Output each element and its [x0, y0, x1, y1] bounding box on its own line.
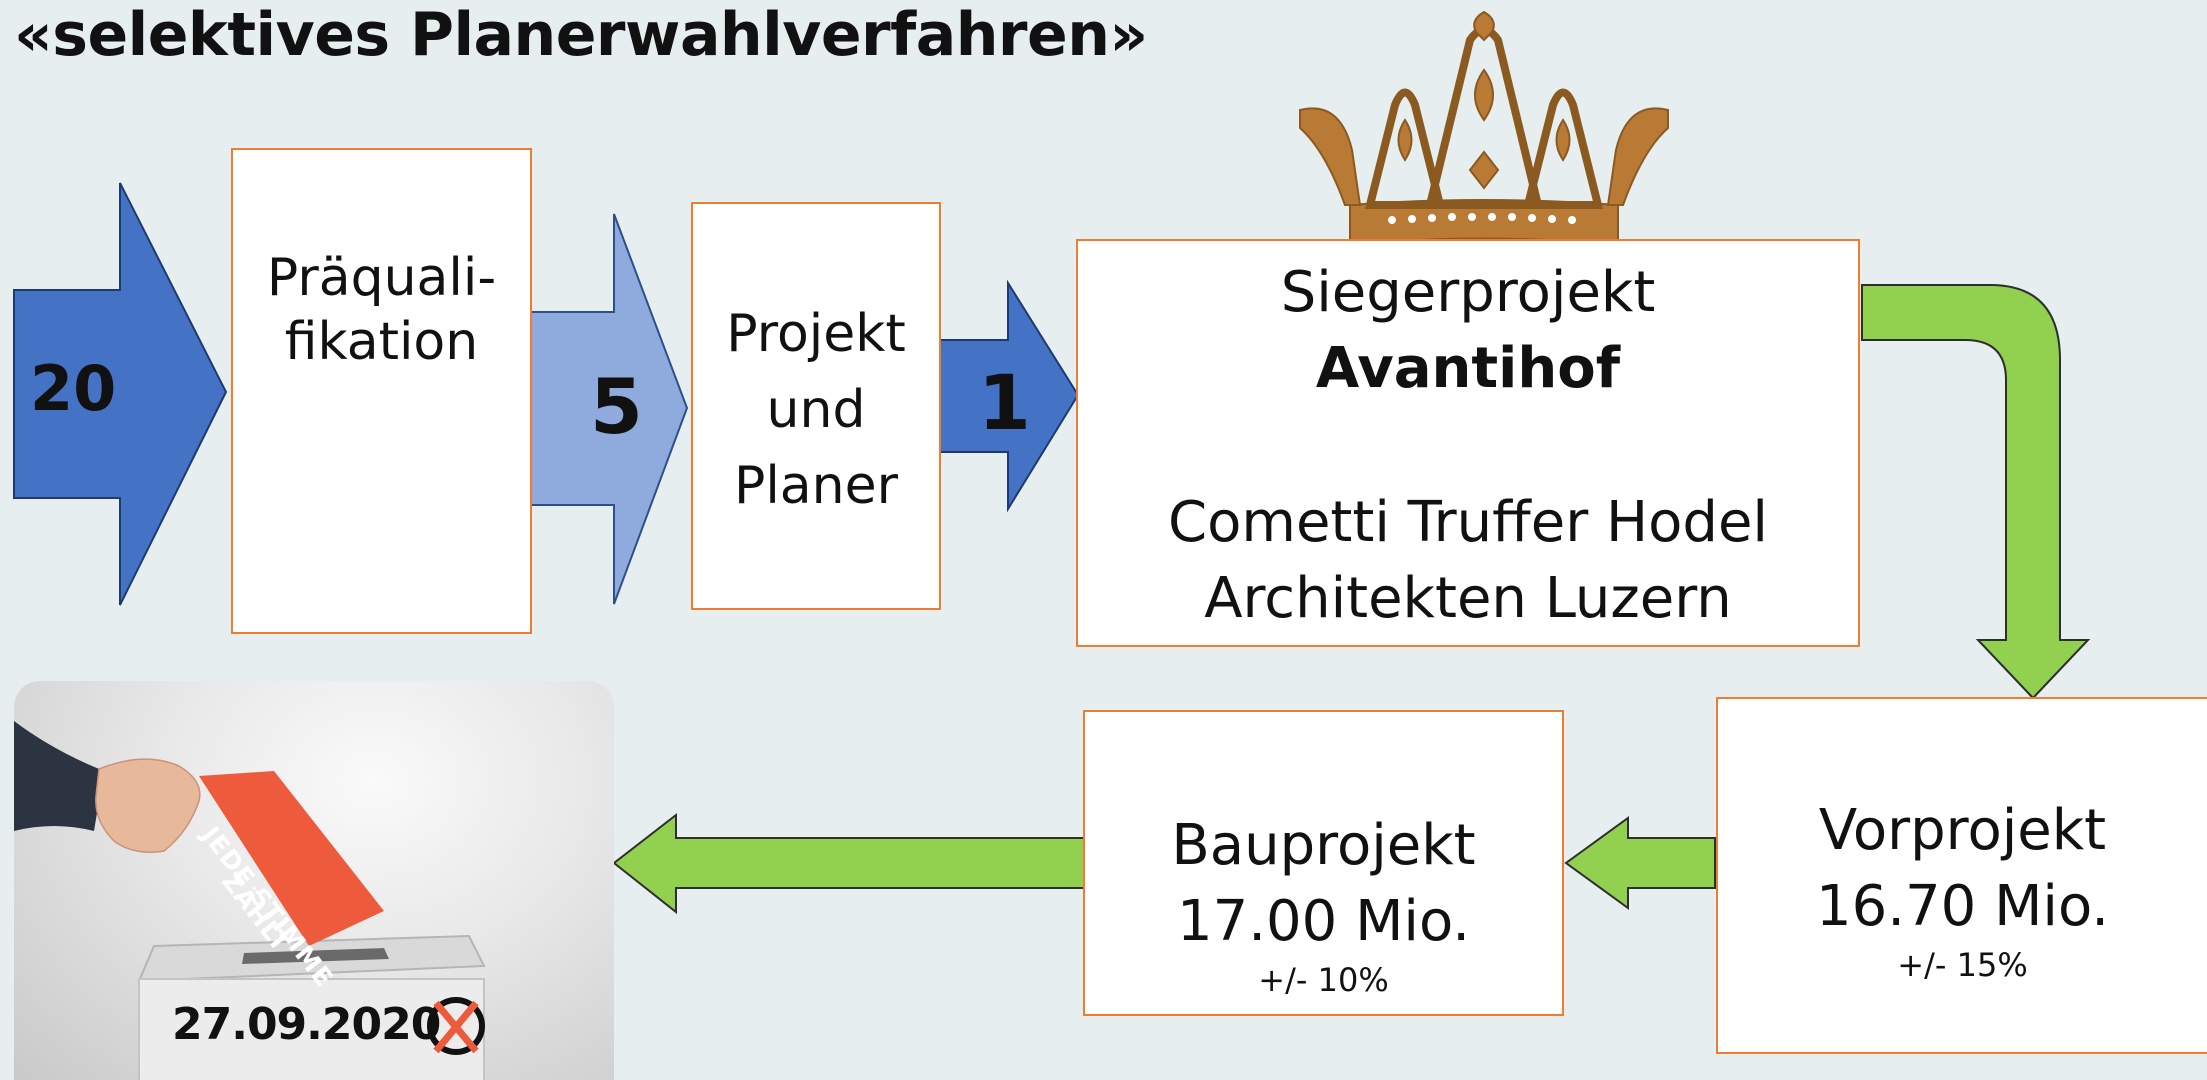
winner-box: Siegerprojekt Avantihof Cometti Truffer … [1076, 239, 1860, 647]
count-5: 5 [590, 362, 643, 451]
arrow-20 [13, 182, 228, 606]
bauprojekt-tolerance: +/- 10% [1258, 961, 1389, 999]
sleeve [14, 721, 104, 831]
project-planner-box: Projekt und Planer [691, 202, 941, 610]
project-line-2: und [766, 380, 866, 440]
arrow-5 [529, 213, 689, 605]
vorprojekt-cost: 16.70 Mio. [1815, 874, 2110, 939]
bauprojekt-label: Bauprojekt [1171, 813, 1476, 878]
crown-icon [1299, 10, 1669, 247]
vorprojekt-tolerance: +/- 15% [1897, 946, 2028, 984]
ballot-box-front [138, 978, 485, 1080]
bauprojekt-cost: 17.00 Mio. [1176, 889, 1471, 954]
vote-image: JEDE STIMME ZÄHLT 27.09.2020 [14, 681, 614, 1080]
hand [95, 758, 201, 853]
ballot-slot [242, 948, 389, 964]
prequal-line-2: fikation [284, 312, 479, 372]
prequalification-box: Präquali- fikation [231, 148, 532, 634]
page-title: «selektives Planerwahlverfahren» [14, 0, 1148, 70]
count-20: 20 [30, 352, 117, 425]
winner-name: Avantihof [1315, 336, 1621, 401]
count-1: 1 [978, 358, 1031, 447]
arrow-green-left-short [1564, 816, 1716, 910]
prequal-line-1: Präquali- [266, 248, 497, 308]
winner-firm-line-1: Cometti Truffer Hodel [1168, 490, 1768, 555]
project-line-3: Planer [734, 456, 898, 516]
ballot-scene [14, 721, 486, 1080]
arrow-green-left-long [612, 812, 1086, 915]
ballot-x-icon [427, 997, 485, 1055]
vorprojekt-box: Vorprojekt 16.70 Mio. +/- 15% [1716, 697, 2207, 1054]
winner-label: Siegerprojekt [1280, 260, 1656, 325]
project-line-1: Projekt [726, 304, 906, 364]
arrow-green-down [1861, 284, 2091, 700]
vote-date: 27.09.2020 [172, 999, 441, 1050]
arrow-1 [938, 279, 1080, 513]
bauprojekt-box: Bauprojekt 17.00 Mio. +/- 10% [1083, 710, 1564, 1016]
winner-firm-line-2: Architekten Luzern [1204, 566, 1732, 631]
vorprojekt-label: Vorprojekt [1818, 798, 2107, 863]
ballot-card [199, 771, 384, 946]
